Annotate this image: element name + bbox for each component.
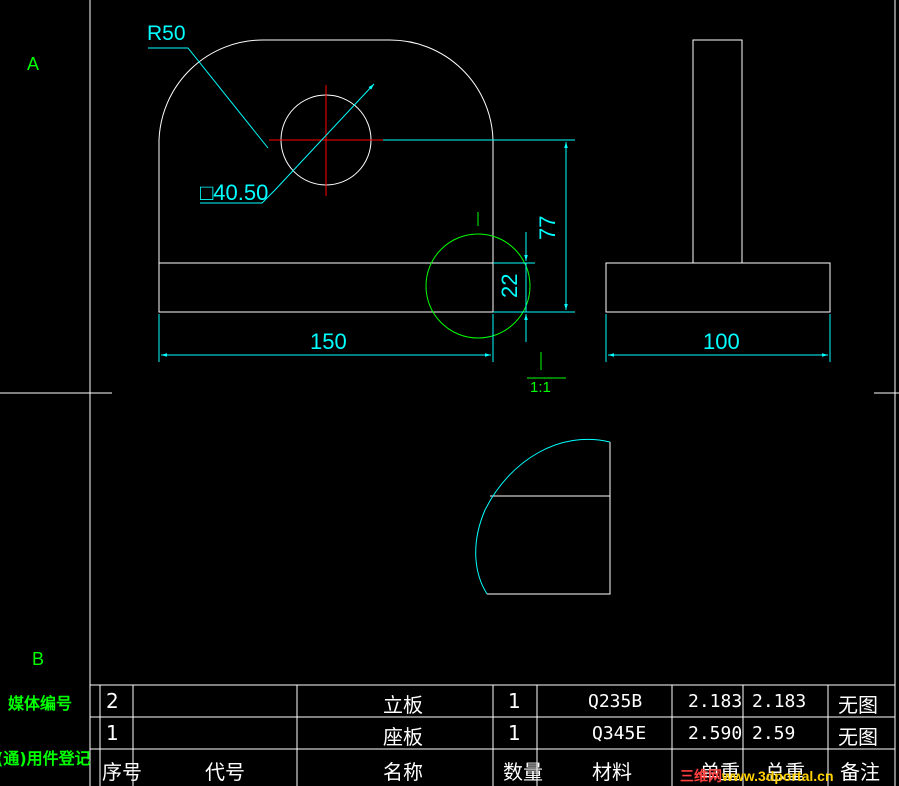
watermark-url: www.3dportal.cn <box>722 768 834 784</box>
header-remark: 备注 <box>840 760 880 784</box>
media-number-label: 媒体编号 <box>8 694 73 713</box>
height-22-dimension: 22 <box>497 273 522 298</box>
width-100-dimension: 100 <box>703 329 740 354</box>
zone-label-a: A <box>27 54 40 74</box>
radius-dimension: R50 <box>147 22 186 45</box>
row1-qty: 1 <box>508 721 521 745</box>
register-label: (通)用件登记 <box>0 749 91 768</box>
section-view <box>475 438 611 595</box>
header-unit-weight: 单重 <box>700 760 740 784</box>
watermark: 三维网www.3dportal.cn <box>680 766 834 786</box>
row2-no: 2 <box>106 689 119 713</box>
bom-table-grid <box>90 684 895 786</box>
header-code: 代号 <box>205 760 245 784</box>
hole-center-mark <box>269 85 383 196</box>
row1-no: 1 <box>106 721 119 745</box>
row1-material: Q345E <box>592 723 647 744</box>
row2-remark: 无图 <box>838 693 878 717</box>
header-qty: 数量 <box>503 760 543 784</box>
hole-size-dimension: □40.50 <box>200 180 269 205</box>
row2-material: Q235B <box>588 691 643 712</box>
header-name: 名称 <box>383 760 423 784</box>
detail-circle <box>425 212 566 379</box>
zone-label-b: B <box>32 649 45 669</box>
row1-remark: 无图 <box>838 725 878 749</box>
side-view <box>605 39 831 313</box>
row2-qty: 1 <box>508 689 521 713</box>
header-material: 材料 <box>592 760 632 784</box>
row1-total-weight: 2.59 <box>752 723 796 744</box>
header-no: 序号 <box>102 760 142 784</box>
watermark-brand: 三维网 <box>680 768 722 784</box>
width-150-dimension: 150 <box>310 329 347 354</box>
row2-unit-weight: 2.183 <box>688 691 743 712</box>
row2-total-weight: 2.183 <box>752 691 807 712</box>
row1-unit-weight: 2.590 <box>688 723 743 744</box>
row2-name: 立板 <box>383 693 423 717</box>
dimension-lines <box>148 47 831 362</box>
header-total-weight: 总重 <box>765 760 805 784</box>
height-77-dimension: 77 <box>535 215 560 240</box>
detail-scale-label: 1:1 <box>530 379 551 396</box>
row1-name: 座板 <box>383 725 423 749</box>
